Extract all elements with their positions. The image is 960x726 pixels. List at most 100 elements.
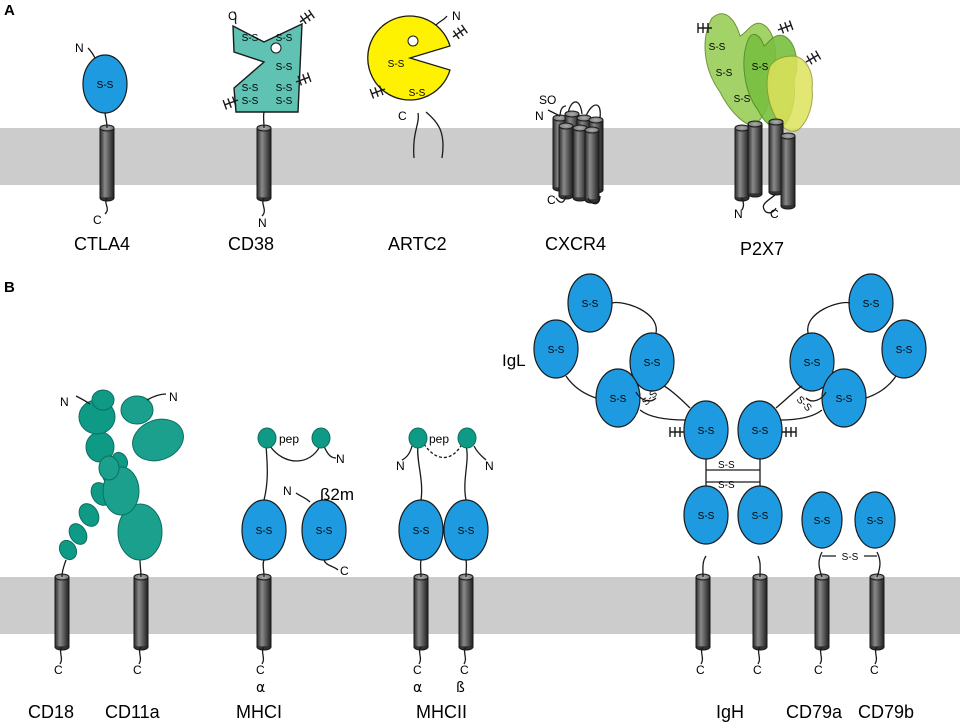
cd11a-tm-helix bbox=[133, 573, 149, 651]
mhci-n-terminus: N bbox=[336, 452, 345, 466]
mhcii-alpha-n-terminus: N bbox=[396, 459, 405, 473]
cd79a-c-terminus: C bbox=[814, 663, 823, 677]
cd38-active-site bbox=[270, 42, 282, 54]
cd38-label: CD38 bbox=[228, 234, 274, 254]
artc2-label: ARTC2 bbox=[388, 234, 447, 254]
igh-bcr: S-S S-S S-S S-S S-S S-S S-S S-S S-S S-S … bbox=[502, 273, 927, 722]
p2x7-tm-helix bbox=[747, 120, 763, 198]
p2x7: S-S S-S S-S S-S N C P2X7 bbox=[697, 13, 822, 259]
mhci-disulfide: S-S bbox=[256, 526, 273, 537]
igl-right-vl-domain bbox=[881, 319, 927, 379]
cd18-label: CD18 bbox=[28, 702, 74, 722]
cd18-n-terminus: N bbox=[60, 395, 69, 409]
igh-disulfide: S-S bbox=[644, 358, 661, 369]
mhcii-peptide-groove-right bbox=[457, 427, 477, 449]
membrane-a bbox=[0, 128, 960, 185]
artc2-disulfide: S-S bbox=[388, 59, 405, 70]
igh-left-c-terminus: C bbox=[696, 663, 705, 677]
glycan-icon bbox=[669, 426, 685, 438]
igh-label: IgH bbox=[716, 702, 744, 722]
artc2-c-terminus: C bbox=[398, 109, 407, 123]
cd11a-label: CD11a bbox=[105, 702, 161, 722]
glycan-icon bbox=[449, 24, 469, 42]
b2m-n-terminus: N bbox=[283, 484, 292, 498]
ctla4-disulfide: S-S bbox=[97, 80, 114, 91]
cxcr4-n-terminus: N bbox=[535, 109, 544, 123]
ctla4: S-S N C CTLA4 bbox=[74, 41, 130, 254]
p2x7-n-terminus: N bbox=[734, 207, 743, 221]
p2x7-disulfide: S-S bbox=[752, 62, 769, 73]
igh-disulfide: S-S bbox=[698, 426, 715, 437]
cd79b-label: CD79b bbox=[858, 702, 914, 722]
p2x7-label: P2X7 bbox=[740, 239, 784, 259]
b2m-label: ß2m bbox=[320, 485, 354, 504]
p2x7-tm-helix bbox=[734, 124, 750, 202]
mhci: S-S S-S pep N N ß2m C C α MHCI bbox=[236, 427, 354, 722]
artc2-active-site bbox=[407, 35, 419, 47]
mhcii-peptide: pep bbox=[429, 432, 449, 446]
cd79-interchain-disulfide: S-S bbox=[842, 552, 859, 563]
mhcii-beta-c-terminus: C bbox=[460, 663, 469, 677]
cxcr4: SO N C CXCR4 bbox=[535, 93, 606, 254]
mhci-peptide-groove-right bbox=[311, 427, 331, 449]
cxcr4-label: CXCR4 bbox=[545, 234, 606, 254]
cd38-tm-helix bbox=[256, 124, 272, 202]
igh-hinge-disulfide: S-S bbox=[718, 460, 735, 471]
cd38-disulfide: S-S bbox=[242, 33, 259, 44]
integrin-cd18-cd11a: N N C C CD18 CD11a bbox=[28, 389, 184, 722]
mhci-label: MHCI bbox=[236, 702, 282, 722]
p2x7-tm-helix bbox=[780, 132, 796, 210]
artc2-catalytic-domain bbox=[367, 15, 451, 101]
cxcr4-so-label: SO bbox=[539, 93, 556, 107]
p2x7-disulfide: S-S bbox=[709, 42, 726, 53]
mhcii-beta-tm-helix bbox=[458, 573, 474, 651]
artc2-disulfide: S-S bbox=[409, 88, 426, 99]
mhci-peptide-groove-left bbox=[257, 427, 277, 449]
igh-disulfide: S-S bbox=[804, 358, 821, 369]
artc2-n-terminus: N bbox=[452, 9, 461, 23]
igl-disulfide: S-S bbox=[836, 394, 853, 405]
cxcr4-tm-helix bbox=[558, 122, 574, 200]
mhcii-alpha-c-terminus: C bbox=[413, 663, 422, 677]
cd11a-n-terminus: N bbox=[169, 390, 178, 404]
mhcii-beta-n-terminus: N bbox=[485, 459, 494, 473]
mhcii-disulfide: S-S bbox=[413, 526, 430, 537]
igh-disulfide: S-S bbox=[698, 511, 715, 522]
mhci-tm-helix bbox=[256, 573, 272, 651]
cd38-disulfide: S-S bbox=[276, 96, 293, 107]
cd38-catalytic-domain bbox=[232, 22, 303, 113]
cd38-disulfide: S-S bbox=[242, 83, 259, 94]
cd79b-ig-domain bbox=[854, 491, 896, 549]
ctla4-label: CTLA4 bbox=[74, 234, 130, 254]
mhcii-peptide-groove-left bbox=[408, 427, 428, 449]
cd38: S-S S-S S-S S-S S-S S-S S-S C N CD38 bbox=[222, 9, 316, 254]
cd79b-disulfide: S-S bbox=[867, 516, 884, 527]
membrane-b bbox=[0, 577, 960, 634]
cxcr4-c-terminus: C bbox=[547, 193, 556, 207]
b2m-c-terminus: C bbox=[340, 564, 349, 578]
igl-disulfide: S-S bbox=[896, 345, 913, 356]
igh-right-vh-domain bbox=[789, 332, 835, 392]
ctla4-tm-helix bbox=[99, 124, 115, 202]
cd79b-c-terminus: C bbox=[870, 663, 879, 677]
cd79a-ig-domain bbox=[801, 491, 843, 549]
cd79a-disulfide: S-S bbox=[814, 516, 831, 527]
ctla4-n-terminus: N bbox=[75, 41, 84, 55]
igl-interchain-disulfide: S-S bbox=[794, 394, 814, 414]
cxcr4-tm-helix bbox=[584, 126, 600, 204]
ctla4-c-terminus: C bbox=[93, 213, 102, 227]
p2x7-disulfide: S-S bbox=[734, 94, 751, 105]
igl-disulfide: S-S bbox=[548, 345, 565, 356]
artc2: S-S S-S N C ARTC2 bbox=[367, 9, 469, 254]
glycan-icon bbox=[296, 9, 316, 27]
glycan-icon bbox=[775, 19, 794, 36]
panel-a-letter: A bbox=[4, 2, 15, 19]
mhcii: S-S S-S pep N N C C α ß MHCII bbox=[396, 427, 494, 722]
igl-left-vl-domain bbox=[533, 319, 579, 379]
ctla4-ig-domain bbox=[82, 54, 128, 114]
mhcii-alpha-chain: α bbox=[413, 680, 422, 696]
igl-disulfide: S-S bbox=[610, 394, 627, 405]
igh-hinge-disulfide: S-S bbox=[718, 480, 735, 491]
